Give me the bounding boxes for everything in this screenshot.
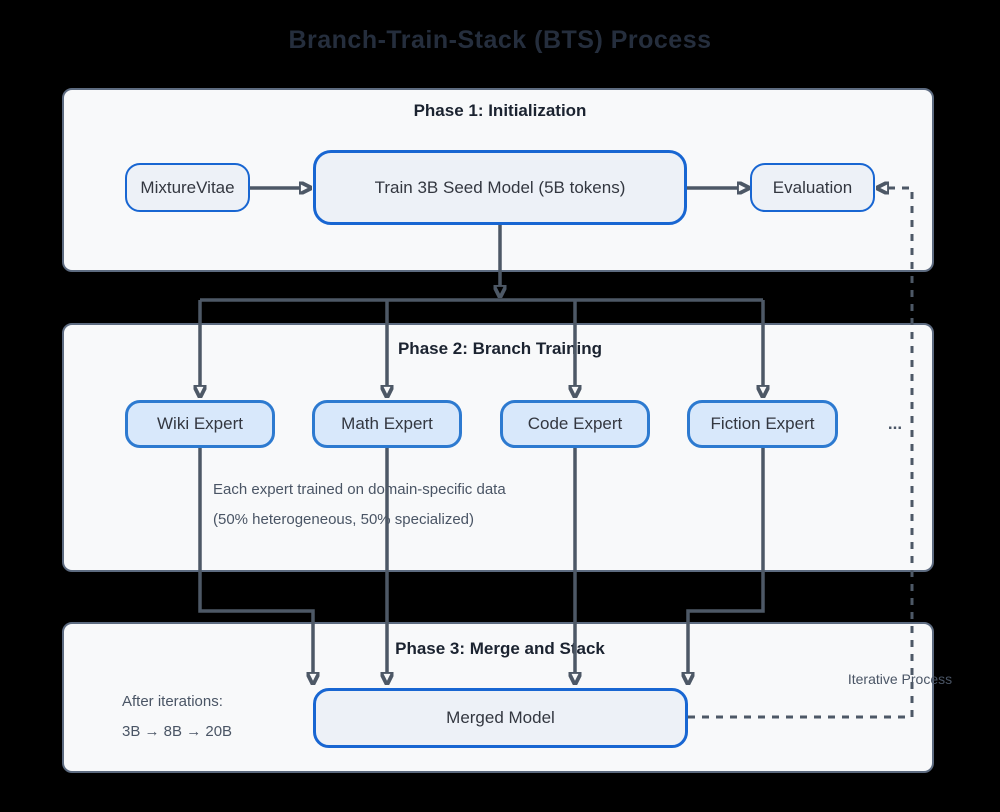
phase3-label: Phase 3: Merge and Stack <box>395 639 605 658</box>
node-fiction-expert: Fiction Expert <box>687 400 838 448</box>
node-wiki-expert: Wiki Expert <box>125 400 275 448</box>
node-math-expert: Math Expert <box>312 400 462 448</box>
node-code-expert: Code Expert <box>500 400 650 448</box>
phase2-note: Each expert trained on domain-specific d… <box>213 475 506 535</box>
phase3-note: After iterations: 3B → 8B → 20B <box>122 687 232 747</box>
node-seed-model-label: Train 3B Seed Model (5B tokens) <box>374 177 626 197</box>
node-merged-model: Merged Model <box>313 688 688 748</box>
dashed-feedback-merged-to-evaluation <box>688 188 914 719</box>
node-mixturevitae: MixtureVitae <box>125 163 250 212</box>
arrow-wiki-to-merged <box>198 448 313 672</box>
more-experts-ellipsis: ... <box>887 414 903 433</box>
node-fiction-expert-label: Fiction Expert <box>710 414 815 433</box>
phase1-label: Phase 1: Initialization <box>413 101 587 120</box>
node-code-expert-label: Code Expert <box>527 414 623 433</box>
phase2-note-line2: (50% heterogeneous, 50% specialized) <box>213 511 474 528</box>
node-seed-model: Train 3B Seed Model (5B tokens) <box>313 150 687 225</box>
phase3-note-line1: After iterations: <box>122 693 223 710</box>
node-math-expert-label: Math Expert <box>341 414 433 433</box>
node-merged-model-label: Merged Model <box>446 708 555 727</box>
phase3-note-line2: 3B → 8B → 20B <box>122 723 233 740</box>
diagram-title: Branch-Train-Stack (BTS) Process <box>288 26 712 54</box>
node-wiki-expert-label: Wiki Expert <box>157 414 243 433</box>
phase2-note-line1: Each expert trained on domain-specific d… <box>213 481 506 498</box>
node-evaluation-label: Evaluation <box>772 177 853 197</box>
iterative-process-label: Iterative Process <box>847 671 953 687</box>
arrow-fiction-to-merged <box>688 448 765 672</box>
node-mixturevitae-label: MixtureVitae <box>140 177 235 197</box>
node-evaluation: Evaluation <box>750 163 875 212</box>
phase2-label: Phase 2: Branch Training <box>397 339 603 358</box>
